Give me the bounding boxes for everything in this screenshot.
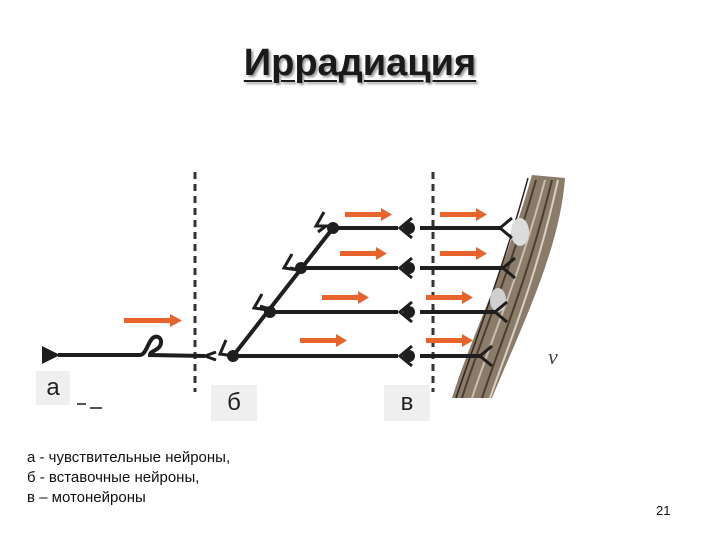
sensory-neuron — [42, 334, 217, 364]
impulse-arrows — [124, 208, 487, 347]
page-number: 21 — [656, 503, 671, 518]
neuron-bodies — [227, 222, 415, 362]
legend: а - чувствительные нейроны, б - вставочн… — [27, 448, 230, 508]
arrow-row-3 — [322, 291, 473, 304]
interneuron-chain — [231, 224, 335, 358]
scan-marks — [77, 403, 102, 409]
label-b: б — [211, 385, 257, 421]
legend-item-motor: в – мотонейроны — [27, 489, 146, 506]
arrow-row-4 — [300, 334, 473, 347]
legend-item-interneuron: б - вставочные нейроны, — [27, 469, 200, 486]
arrow-sensory — [124, 314, 182, 327]
label-c: в — [384, 385, 430, 421]
motor-axons — [233, 226, 503, 358]
slide-title: Иррадиация — [243, 42, 477, 84]
muscle-letter: v — [548, 344, 558, 369]
legend-item-sensory: а - чувствительные нейроны, — [27, 449, 231, 466]
label-a: а — [36, 371, 70, 405]
arrow-row-1 — [345, 208, 487, 221]
synapse-forks — [217, 211, 516, 368]
arrow-row-2 — [340, 247, 487, 260]
